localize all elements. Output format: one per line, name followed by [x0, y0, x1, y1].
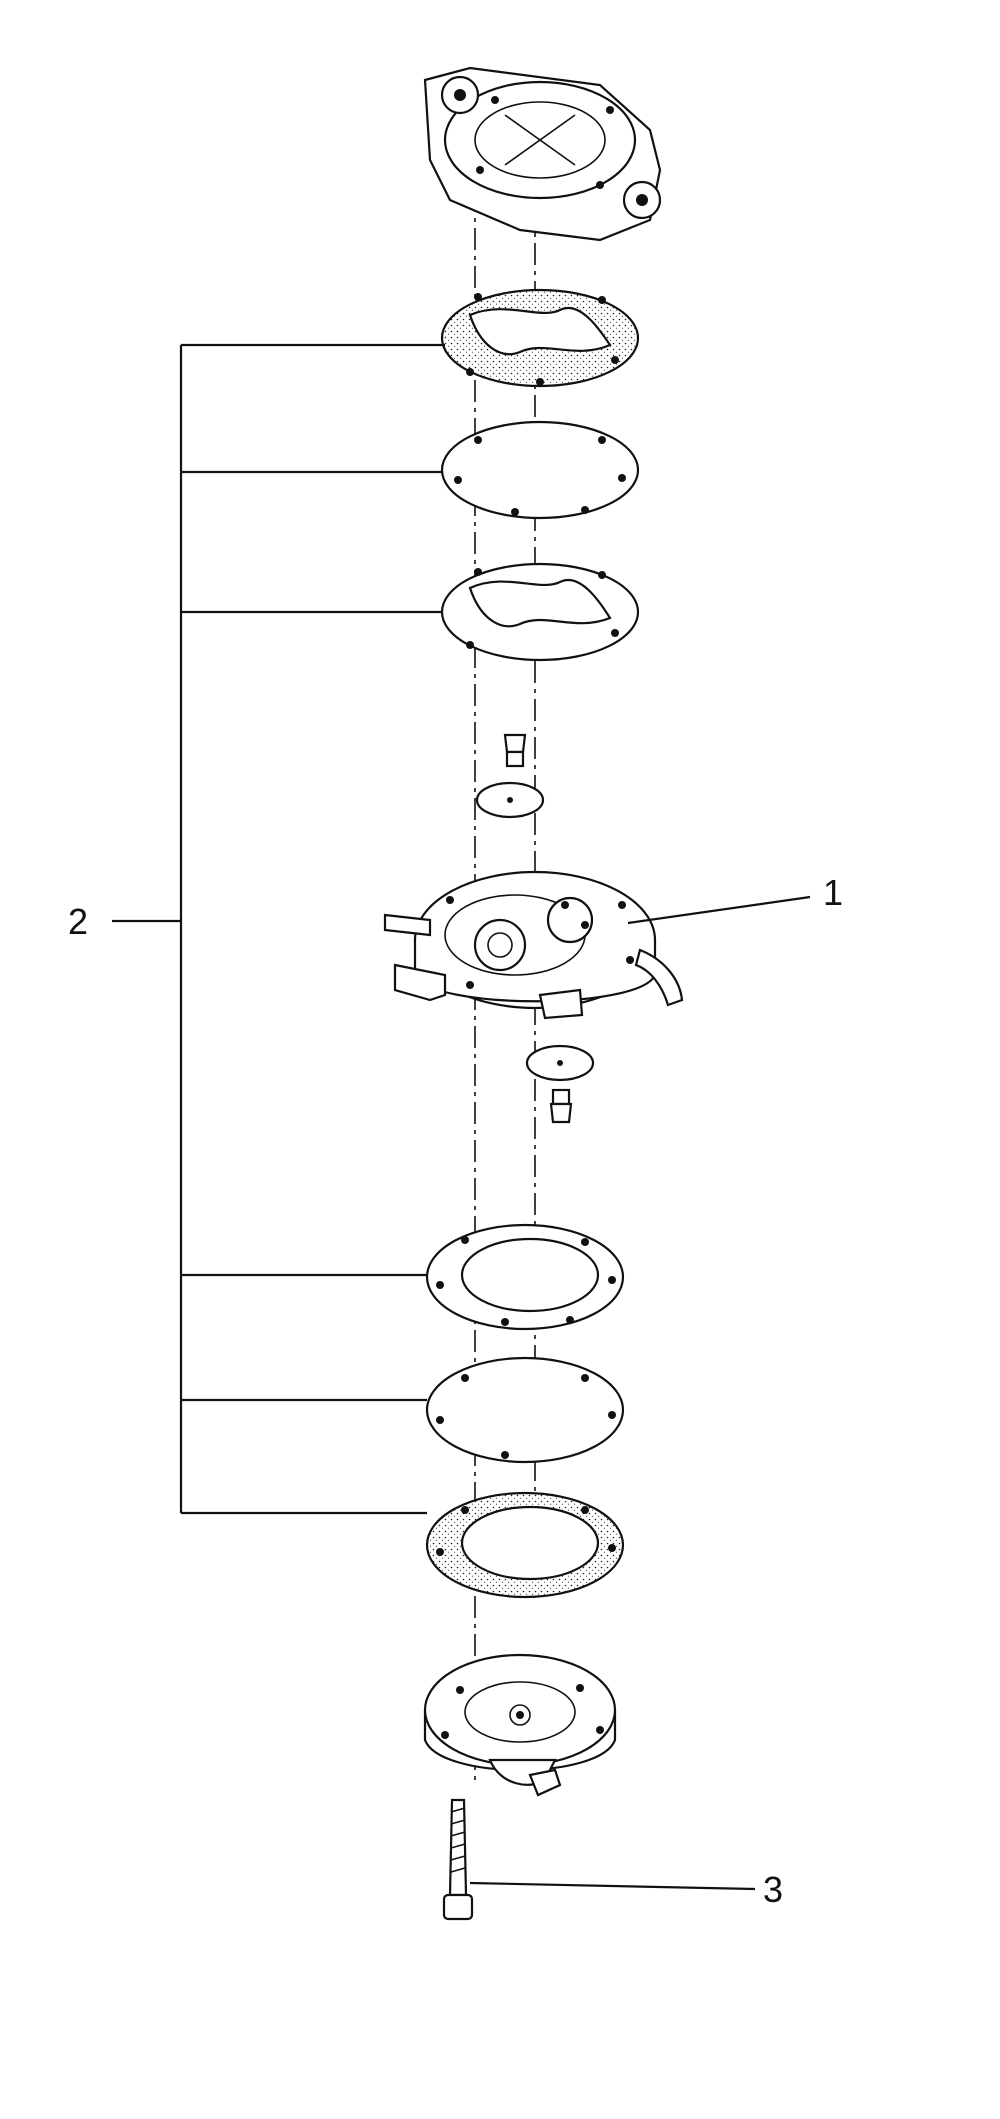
- upper-gasket-1: [440, 288, 640, 388]
- upper-valve-screw: [503, 733, 527, 768]
- callout-label-3: 3: [763, 1869, 783, 1910]
- upper-diaphragm: [440, 420, 640, 520]
- upper-gasket-2: [440, 562, 640, 662]
- lower-valve-disc: [525, 1044, 595, 1082]
- upper-valve-disc: [475, 781, 545, 819]
- callout-label-2: 2: [68, 901, 88, 942]
- lower-gasket-2: [425, 1491, 625, 1599]
- bottom-cover: [423, 1653, 617, 1797]
- lower-valve-screw: [549, 1088, 573, 1124]
- lower-diaphragm: [425, 1356, 625, 1464]
- pump-body: [383, 870, 684, 1020]
- callout-label-1: 1: [823, 872, 843, 913]
- bolt: [442, 1798, 474, 1921]
- lower-gasket-1: [425, 1223, 625, 1331]
- top-cover: [423, 66, 662, 242]
- leader-lines: [112, 343, 811, 1891]
